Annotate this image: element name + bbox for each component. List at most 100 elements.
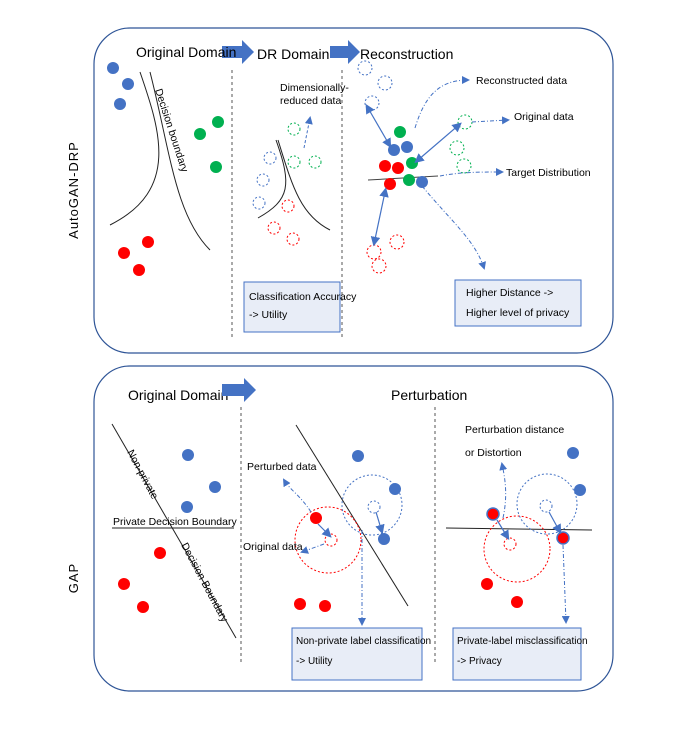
blue-dot — [567, 447, 579, 459]
misclassified-blue-dot — [556, 531, 570, 545]
blue-dot — [352, 450, 364, 462]
blue-dot — [122, 78, 134, 90]
red-dot — [118, 247, 130, 259]
original-red-dashed-dot — [324, 533, 338, 547]
dr-boundary-curve-left — [257, 139, 287, 219]
target-distribution-pointer — [439, 168, 504, 177]
perturbed-blue-dot — [378, 533, 390, 545]
blue-dashed-dot — [357, 60, 373, 76]
green-dot — [403, 174, 415, 186]
original-data-pointer — [471, 116, 510, 125]
red-dot — [133, 264, 145, 276]
header-arrow-1 — [222, 40, 254, 64]
dimensionally-reduced-label-1: Dimensionally- — [280, 82, 349, 94]
red-dot — [294, 598, 306, 610]
blue-perturbation-radius — [341, 474, 403, 536]
green-dot — [394, 126, 406, 138]
higher-distance-line2: Higher level of privacy — [466, 307, 570, 319]
blue-dashed-dot — [256, 173, 270, 187]
private-classifier-line — [445, 527, 593, 531]
red-dot — [392, 162, 404, 174]
classification-accuracy-line2: -> Utility — [249, 309, 288, 321]
header-perturbation: Perturbation — [391, 387, 467, 403]
distance-arrow-green — [414, 122, 462, 164]
blue-dot — [182, 449, 194, 461]
non-private-classifier-line — [295, 424, 409, 607]
green-dashed-dot — [287, 155, 301, 169]
blue-dashed-dot — [263, 151, 277, 165]
privacy-pointer-gap — [561, 544, 570, 624]
classification-accuracy-line1: Classification Accuracy — [249, 291, 357, 303]
private-decision-boundary-label: Private Decision Boundary — [113, 516, 237, 528]
red-perturbation-radius — [294, 506, 362, 574]
header-dr-domain: DR Domain — [257, 46, 329, 62]
gap-panel — [93, 365, 614, 692]
red-dot — [379, 160, 391, 172]
red-dot — [154, 547, 166, 559]
higher-distance-line1: Higher Distance -> — [466, 287, 553, 299]
blue-dot — [209, 481, 221, 493]
distance-arrow-red — [370, 187, 389, 247]
private-label-misclassification-box — [452, 627, 582, 681]
autogan-drp-side-label: AutoGAN-DRP — [66, 141, 81, 239]
red-dashed-dot — [286, 232, 300, 246]
blue-dot — [401, 141, 413, 153]
green-dashed-dot — [287, 122, 301, 136]
green-dashed-dot — [456, 158, 472, 174]
private-label-misclassification-line1: Private-label misclassification — [457, 636, 588, 647]
blue-perturbation-arrow — [375, 511, 385, 535]
red-distortion-radius — [483, 515, 551, 583]
green-dot — [194, 128, 206, 140]
target-distribution-label: Target Distribution — [506, 167, 591, 179]
header-reconstruction: Reconstruction — [360, 46, 453, 62]
non-private-boundary-line — [111, 423, 237, 639]
perturbed-red-dot — [310, 512, 322, 524]
green-dashed-dot — [308, 155, 322, 169]
green-dot — [210, 161, 222, 173]
header-original-domain: Original Domain — [136, 44, 236, 60]
dr-domain-dots — [252, 122, 322, 246]
header-arrow-2 — [330, 40, 360, 64]
original-data-label-gap: Original data — [243, 541, 303, 553]
blue-distortion-arrow — [548, 511, 562, 535]
red-dot — [481, 578, 493, 590]
blue-dot — [389, 483, 401, 495]
original-domain-dots — [107, 62, 224, 276]
perturbed-data-pointer — [282, 478, 312, 513]
original-blue-dashed-dot — [367, 500, 381, 514]
reconstructed-data-label: Reconstructed data — [476, 75, 567, 87]
blue-dashed-dot — [364, 95, 380, 111]
red-dashed-dot — [389, 234, 405, 250]
green-dot — [406, 157, 418, 169]
perturbation-distance-pointer — [499, 462, 508, 519]
red-dashed-dot — [267, 221, 281, 235]
red-dot — [137, 601, 149, 613]
non-private-label: Non-private — [124, 448, 160, 502]
gap-original-dots — [118, 449, 221, 613]
red-dot — [511, 596, 523, 608]
red-dot — [384, 178, 396, 190]
blue-dot — [114, 98, 126, 110]
blue-distortion-radius — [516, 473, 578, 535]
misclassified-red-dot — [486, 507, 500, 521]
green-dashed-dot — [457, 114, 473, 130]
dimensionally-reduced-label-2: reduced data — [280, 95, 341, 107]
original-data-pointer-gap — [300, 543, 325, 554]
blue-dashed-dot — [252, 196, 266, 210]
privacy-pointer — [421, 185, 486, 270]
red-perturbation-arrow — [317, 523, 332, 538]
dr-pointer-arrow — [303, 116, 313, 149]
blue-dashed-dot — [377, 75, 393, 91]
original-red-dashed-dot — [503, 537, 517, 551]
target-line — [367, 175, 439, 181]
decision-boundary-curve-right — [149, 71, 211, 251]
blue-dot — [181, 501, 193, 513]
decision-boundary-curve-left — [109, 71, 160, 226]
decision-boundary-label: Decision boundary — [152, 87, 191, 174]
green-dot — [212, 116, 224, 128]
original-data-label: Original data — [514, 111, 574, 123]
non-private-classification-box — [291, 627, 423, 681]
decision-boundary-label-gap: Decision Boundary — [178, 541, 230, 625]
